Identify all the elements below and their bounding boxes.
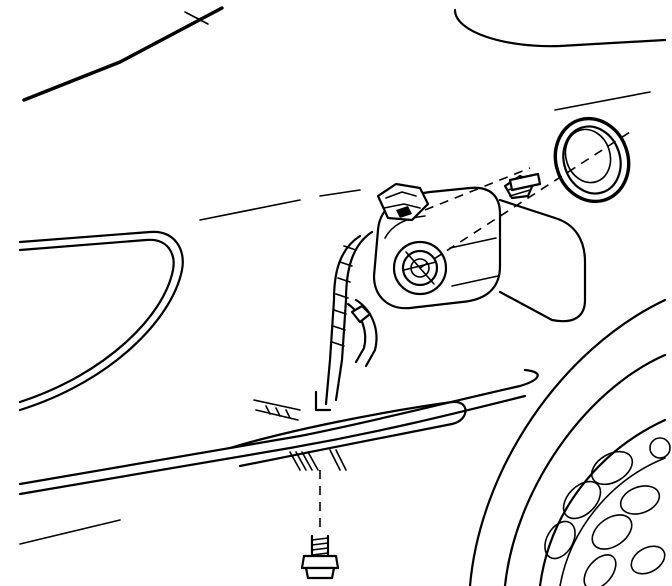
wheel-spokes [544,437,671,586]
filler-opening [392,240,448,296]
body-side-moulding [18,368,539,545]
beltline-dash [199,189,361,221]
mounting-bolt [300,534,340,580]
vehicle-body-outline [22,6,667,221]
door-glass-outline [18,230,184,412]
fuel-filler-neck [253,230,378,471]
housing-side-bolt [508,172,542,192]
pillar-line [184,11,209,25]
explode-lines [319,131,631,530]
housing-connector [376,182,430,222]
rear-wheel [468,298,671,586]
roof-edge-line [22,6,224,102]
deck-edge-line [554,91,651,111]
rear-window-line [453,8,667,48]
seal-grommet [553,116,631,204]
